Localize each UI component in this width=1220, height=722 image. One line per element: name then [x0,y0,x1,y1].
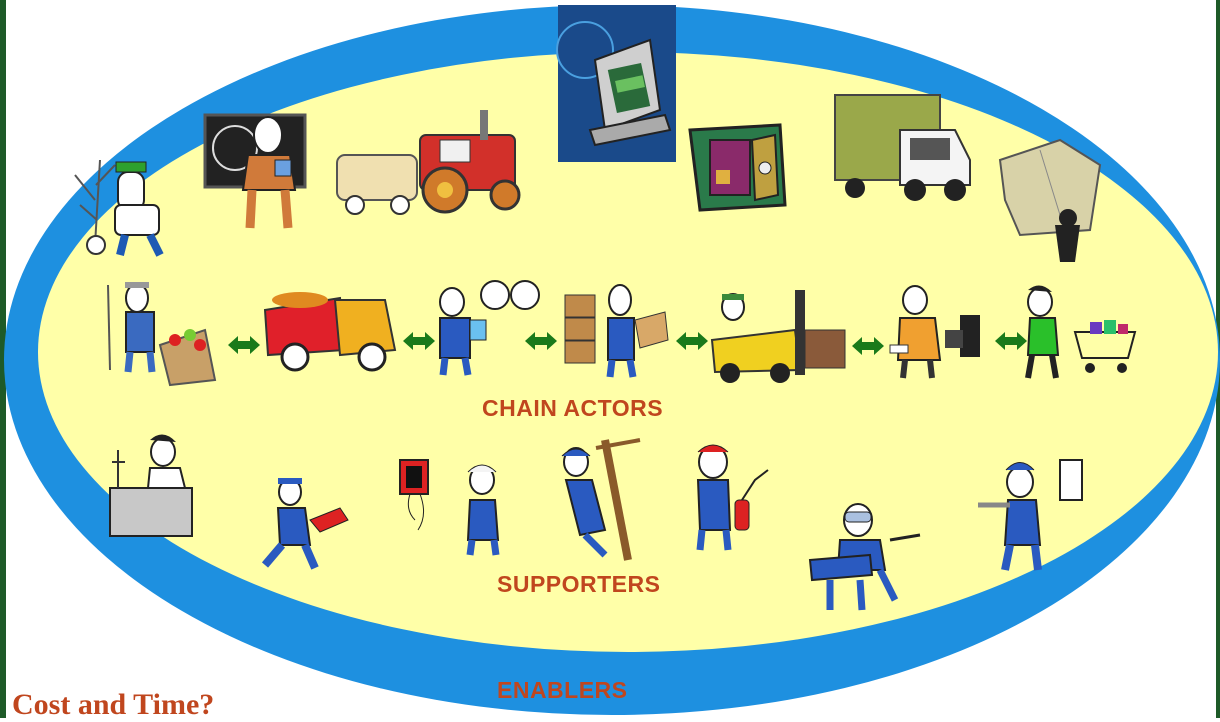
shopper-cart-icon [1025,285,1137,379]
fire-extinguisher-icon [696,444,769,551]
forklift-icon [710,290,846,383]
double-arrow [852,337,884,355]
double-arrow [403,332,435,350]
plasterer-icon [978,459,1083,571]
computer-money-icon [556,5,676,162]
supporters-label: SUPPORTERS [497,571,661,597]
tree-planter-icon [74,159,164,257]
cashier-register-icon [889,285,980,379]
inspector-gauges-icon [439,280,540,376]
farmer-apples-icon [107,282,217,387]
left-border [0,0,6,718]
chain-actors-label: CHAIN ACTORS [482,395,664,421]
welder-icon [808,503,921,611]
teacher-blackboard-icon [203,113,307,229]
lab-technician-icon [109,434,193,537]
truck-icon [834,94,971,201]
box-carrier-icon [998,138,1102,262]
double-arrow [525,332,557,350]
lineman-pole-icon [561,438,641,561]
double-arrow [676,332,708,350]
fuel-attendant-icon [261,478,349,570]
double-arrow [995,332,1027,350]
dump-truck-icon [263,292,397,372]
double-arrow [228,336,260,354]
footer-title: Cost and Time? [12,688,215,721]
packer-boxes-icon [564,284,669,378]
safe-icon [688,123,787,212]
enablers-label: ENABLERS [497,677,628,703]
electrician-panel-icon [399,459,500,556]
tractor-trailer-icon [336,110,521,215]
